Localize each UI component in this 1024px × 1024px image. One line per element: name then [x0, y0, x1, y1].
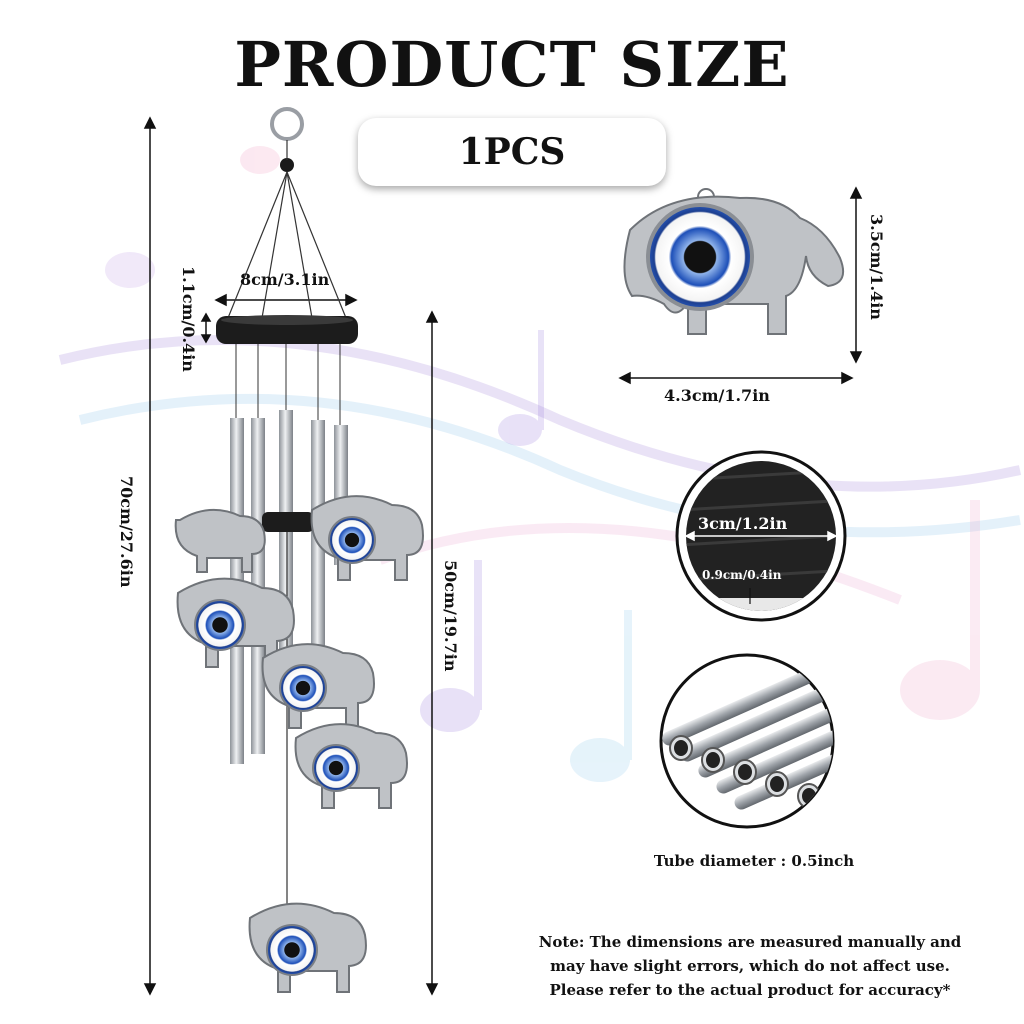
tube-diameter-label: Tube diameter : 0.5inch	[653, 852, 855, 870]
note-line-2: may have slight errors, which do not aff…	[550, 957, 950, 975]
disc-diameter-label: 3cm/1.2in	[698, 514, 788, 533]
measurement-note: Note: The dimensions are measured manual…	[520, 930, 980, 1002]
evil-eye-elephant-charm	[174, 188, 844, 993]
quantity-label: 1PCS	[458, 131, 566, 173]
chime-hanger	[227, 107, 347, 319]
note-line-3: Please refer to the actual product for a…	[549, 981, 951, 999]
chime-length-label: 50cm/19.7in	[441, 560, 460, 672]
charm-width-label: 4.3cm/1.7in	[664, 386, 770, 405]
tube-closeup	[662, 655, 833, 810]
top-height-label: 1.1cm/0.4in	[179, 266, 198, 372]
top-width-label: 8cm/3.1in	[240, 270, 330, 289]
note-line-1: Note: The dimensions are measured manual…	[538, 933, 962, 951]
chime-tubes	[230, 344, 348, 910]
total-height-label: 70cm/27.6in	[117, 476, 136, 588]
charm-height-label: 3.5cm/1.4in	[867, 214, 886, 320]
page-title: PRODUCT SIZE	[234, 28, 790, 101]
quantity-badge: 1PCS	[358, 118, 666, 186]
disc-thickness-label: 0.9cm/0.4in	[702, 568, 782, 582]
